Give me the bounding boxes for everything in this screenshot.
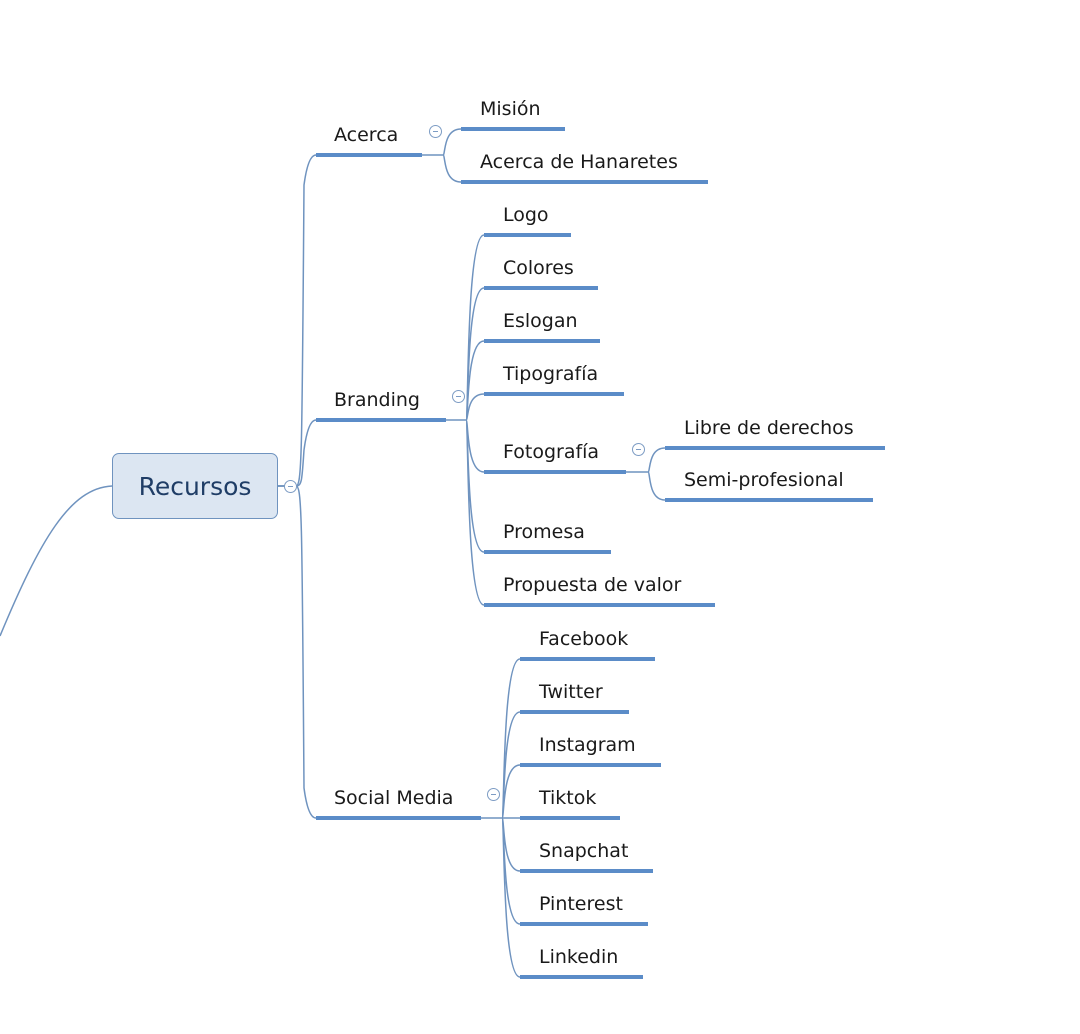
subtopic[interactable]: Misión — [480, 98, 541, 120]
branch-topic[interactable]: Branding — [334, 389, 420, 411]
collapse-icon[interactable] — [452, 390, 465, 403]
subtopic[interactable]: Colores — [503, 257, 574, 279]
child-connector — [465, 393, 485, 421]
subtopic[interactable]: Snapchat — [539, 840, 629, 862]
subtopic[interactable]: Instagram — [539, 734, 636, 756]
grandchild-connector — [647, 447, 666, 473]
subtopic[interactable]: Semi-profesional — [684, 469, 844, 491]
subtopic[interactable]: Tipografía — [503, 363, 599, 385]
subtopic[interactable]: Propuesta de valor — [503, 574, 682, 596]
subtopic[interactable]: Pinterest — [539, 893, 623, 915]
child-connector — [501, 764, 521, 819]
root-topic-label: Recursos — [138, 471, 252, 501]
subtopic[interactable]: Linkedin — [539, 946, 619, 968]
subtopic[interactable]: Eslogan — [503, 310, 578, 332]
branch-topic[interactable]: Social Media — [334, 787, 454, 809]
child-connector — [442, 128, 462, 156]
child-connector — [501, 817, 521, 978]
subtopic[interactable]: Fotografía — [503, 441, 600, 463]
subtopic[interactable]: Facebook — [539, 628, 629, 650]
collapse-icon[interactable] — [487, 788, 500, 801]
collapse-icon[interactable] — [284, 480, 297, 493]
child-connector — [442, 154, 462, 183]
collapse-icon[interactable] — [632, 443, 645, 456]
subtopic[interactable]: Logo — [503, 204, 549, 226]
branch-connector — [278, 419, 317, 487]
child-connector — [465, 287, 485, 421]
subtopic[interactable]: Tiktok — [539, 787, 597, 809]
child-connector — [465, 419, 485, 606]
root-topic[interactable]: Recursos — [112, 453, 278, 519]
grandchild-connector — [647, 471, 666, 501]
subtopic[interactable]: Acerca de Hanaretes — [480, 151, 678, 173]
parent-connector — [0, 485, 113, 637]
subtopic[interactable]: Libre de derechos — [684, 417, 854, 439]
collapse-icon[interactable] — [429, 125, 442, 138]
branch-connector — [278, 485, 317, 819]
branch-topic[interactable]: Acerca — [334, 124, 399, 146]
subtopic[interactable]: Promesa — [503, 521, 585, 543]
subtopic[interactable]: Twitter — [539, 681, 603, 703]
branch-connector — [278, 154, 317, 487]
